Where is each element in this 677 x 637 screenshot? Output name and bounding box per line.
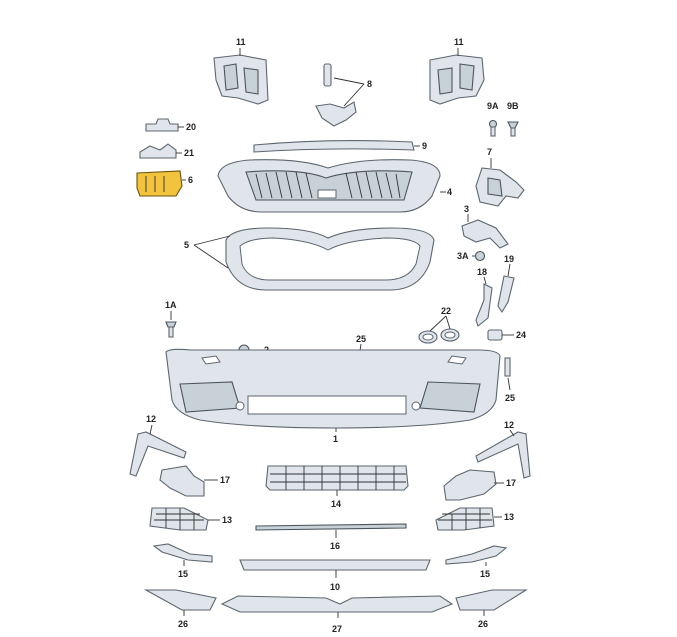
callout-5: 5	[184, 240, 189, 250]
part-27-spoiler	[220, 595, 454, 618]
lower-grille-mesh	[270, 466, 406, 490]
callout-21: 21	[184, 148, 194, 158]
part-18-strip	[475, 276, 493, 327]
callout-9a: 9A	[487, 101, 499, 111]
part-17-left-bracket	[159, 465, 218, 497]
part-1-bumper-cover	[165, 348, 501, 432]
callout-7: 7	[487, 147, 492, 157]
part-16-strip	[255, 523, 407, 538]
part-3-bracket	[461, 214, 509, 249]
callout-3: 3	[464, 204, 469, 214]
part-3a-nut	[472, 250, 486, 262]
callout-17-right: 17	[506, 478, 516, 488]
callout-3a: 3A	[457, 251, 469, 261]
callout-12-left: 12	[146, 414, 156, 424]
part-14-lower-grille	[265, 465, 409, 496]
part-19-strip	[497, 263, 515, 314]
callout-1a: 1A	[165, 300, 177, 310]
part-13-left-grille	[149, 507, 220, 531]
callout-6: 6	[188, 175, 193, 185]
part-15-left-trim	[152, 543, 213, 566]
part-5-grille-frame	[193, 227, 435, 291]
callout-13-left: 13	[222, 515, 232, 525]
callout-16: 16	[330, 541, 340, 551]
callout-9b: 9B	[507, 101, 519, 111]
callout-20: 20	[186, 122, 196, 132]
part-6-highlighted	[136, 170, 186, 197]
part-17-right-bracket	[443, 469, 504, 501]
part-11-right-bracket	[429, 48, 485, 105]
right-grille-mesh	[438, 508, 492, 530]
callout-17-left: 17	[220, 475, 230, 485]
part-1a-screw	[165, 311, 177, 338]
callout-27: 27	[332, 624, 342, 634]
callout-22: 22	[441, 306, 451, 316]
callout-11-left: 11	[236, 37, 246, 47]
part-9b-clip	[507, 121, 519, 137]
part-26-left-corner	[143, 589, 217, 616]
part-7-bracket	[475, 158, 525, 207]
part-10-lower-panel	[239, 559, 431, 578]
callout-12-right: 12	[504, 420, 514, 430]
callout-13-right: 13	[504, 512, 514, 522]
part-12-right-strip	[475, 429, 531, 479]
callout-11-right: 11	[454, 37, 464, 47]
callout-4: 4	[447, 187, 452, 197]
callout-18: 18	[477, 267, 487, 277]
part-11-left-bracket	[213, 48, 269, 105]
callout-14: 14	[331, 499, 341, 509]
grille-slats	[255, 171, 401, 199]
callout-9: 9	[422, 141, 427, 151]
part-9-trim-strip	[253, 140, 420, 153]
part-26-right-corner	[455, 589, 528, 616]
callout-25-center: 25	[356, 334, 366, 344]
part-12-left-strip	[129, 424, 187, 477]
callout-15-left: 15	[178, 569, 188, 579]
part-9a-screw	[488, 119, 498, 137]
callout-26-right: 26	[478, 619, 488, 629]
part-21	[139, 143, 182, 159]
callout-25-right: 25	[505, 393, 515, 403]
part-4-grille	[217, 159, 446, 213]
left-grille-mesh	[154, 508, 204, 530]
part-25-right	[504, 357, 511, 391]
part-15-right-trim	[445, 545, 508, 566]
part-8-clips	[315, 63, 365, 127]
callout-26-left: 26	[178, 619, 188, 629]
callout-24: 24	[516, 330, 526, 340]
callout-10: 10	[330, 582, 340, 592]
part-20	[145, 118, 184, 132]
callout-19: 19	[504, 254, 514, 264]
callout-8: 8	[367, 79, 372, 89]
callout-15-right: 15	[480, 569, 490, 579]
part-22-rings	[418, 315, 460, 344]
callout-1: 1	[333, 434, 338, 444]
part-13-right-grille	[435, 507, 502, 531]
part-24-cap	[487, 329, 514, 341]
